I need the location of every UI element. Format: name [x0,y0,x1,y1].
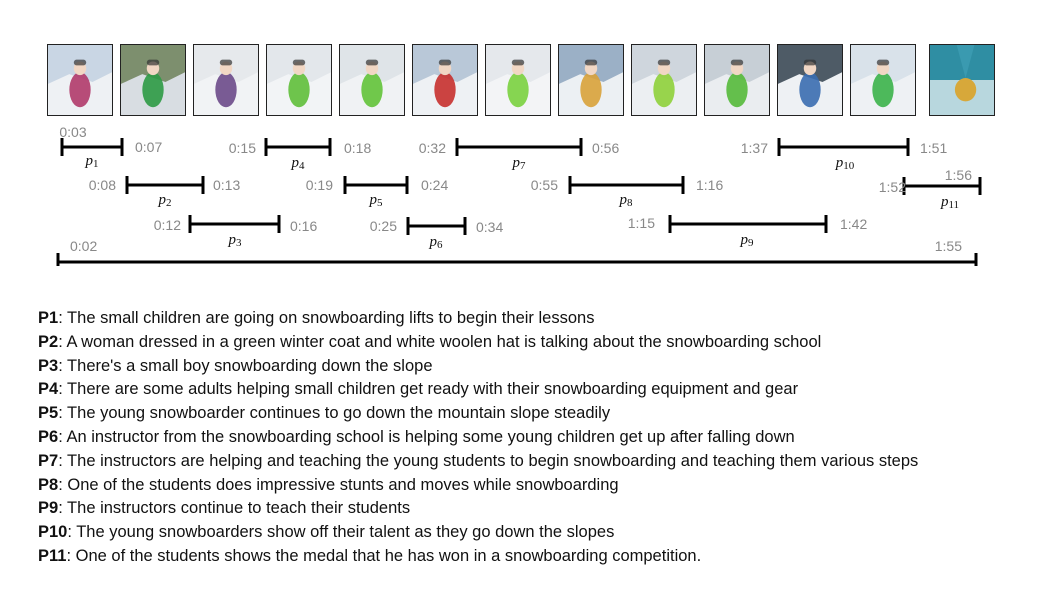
description-item: P1: The small children are going on snow… [38,307,1028,331]
description-key: P9 [38,499,59,518]
description-item: P9: The instructors continue to teach th… [38,497,1028,521]
description-item: P7: The instructors are helping and teac… [38,450,1028,474]
segment-start-time: 0:03 [59,124,86,140]
description-item: P5: The young snowboarder continues to g… [38,402,1028,426]
overall-end-time: 1:55 [935,238,962,254]
description-item: P10: The young snowboarders show off the… [38,521,1028,545]
segment-end-time: 0:34 [476,219,503,235]
segment-p10: 1:37 1:51 p10 [741,138,947,172]
instructor-helping-child-photo [485,44,551,116]
segment-end-time: 0:07 [135,139,162,155]
description-key: P5 [38,404,59,423]
segment-timeline: 0:03 0:07 p1 0:08 0:13 p2 0:12 0:16 p3 0:15 0:18 p4… [56,124,982,266]
description-text: : There are some adults helping small ch… [58,380,799,399]
description-text: : The instructors continue to teach thei… [58,499,411,518]
segment-label: p10 [835,155,855,172]
description-key: P7 [38,451,59,470]
segment-start-time: 0:55 [531,177,558,193]
instructor-sunglasses-photo [850,44,916,116]
segment-end-time: 0:16 [290,218,317,234]
student-stunt-photo [631,44,697,116]
segment-start-time: 0:32 [419,140,446,156]
description-item: P6: An instructor from the snowboarding … [38,426,1028,450]
description-list: P1: The small children are going on snow… [38,307,1028,569]
segment-start-time: 0:15 [229,140,256,156]
segment-p5: 0:19 0:24 p5 [306,176,448,209]
segment-label: p9 [740,232,755,249]
segment-end-time: 0:18 [344,140,371,156]
segment-end-time: 1:16 [696,177,723,193]
description-key: P10 [38,523,68,542]
description-item: P3: There's a small boy snowboarding dow… [38,355,1028,379]
description-item: P2: A woman dressed in a green winter co… [38,331,1028,355]
segment-p7: 0:32 0:56 p7 [419,138,619,172]
description-key: P3 [38,356,59,375]
segment-p11: 1:52 1:56 p11 [879,167,982,211]
description-text: : The instructors are helping and teachi… [58,451,919,470]
segment-p2: 0:08 0:13 p2 [89,176,240,209]
instructor-kneeling-photo [704,44,770,116]
segment-p3: 0:12 0:16 p3 [154,215,317,249]
overall-start-time: 0:02 [70,238,97,254]
description-text: : There's a small boy snowboarding down … [58,356,433,375]
description-text: : A woman dressed in a green winter coat… [58,332,822,351]
segment-end-time: 1:42 [840,216,867,232]
segment-label: p5 [369,192,384,209]
segment-start-time: 0:12 [154,217,181,233]
segment-label: p4 [291,155,306,172]
segment-end-time: 0:13 [213,177,240,193]
thumbnail-strip [0,0,1040,120]
description-text: : The small children are going on snowbo… [58,309,595,327]
description-key: P11 [38,546,67,565]
segment-label: p1 [85,153,99,170]
overall-span: 0:02 1:55 [56,238,978,266]
segment-start-time: 0:08 [89,177,116,193]
segment-p6: 0:25 0:34 p6 [370,217,503,251]
segment-label: p6 [429,234,444,251]
segment-start-time: 0:19 [306,177,333,193]
child-snowboarding-photo [193,44,259,116]
description-key: P1 [38,309,59,327]
ski-resort-child-photo [47,44,113,116]
description-text: : One of the students does impressive st… [58,475,619,494]
segment-start-time: 0:25 [370,218,397,234]
description-text: : An instructor from the snowboarding sc… [58,427,795,446]
description-text: : One of the students shows the medal th… [66,546,702,565]
description-key: P4 [38,380,59,399]
segment-p1: 0:03 0:07 p1 [59,124,162,170]
instructors-teaching-photo [558,44,624,116]
instructor-green-jacket-photo [339,44,405,116]
description-key: P8 [38,475,59,494]
description-item: P11: One of the students shows the medal… [38,545,1028,569]
description-item: P4: There are some adults helping small … [38,378,1028,402]
young-snowboarder-slope-photo [412,44,478,116]
segment-end-time: 0:24 [421,177,448,193]
segment-end-time: 1:51 [920,140,947,156]
description-key: P6 [38,427,59,446]
description-item: P8: One of the students does impressive … [38,474,1028,498]
adults-helping-children-photo [266,44,332,116]
segment-label: p11 [940,194,959,211]
snowboarders-slope-photo [777,44,843,116]
segment-label: p7 [512,155,527,172]
segment-label: p2 [158,192,172,209]
segment-start-time: 1:15 [628,215,655,231]
segment-label: p8 [619,192,634,209]
segment-start-time: 1:37 [741,140,768,156]
segment-end-time: 0:56 [592,140,619,156]
description-text: : The young snowboarders show off their … [67,523,615,542]
segment-p9: 1:15 1:42 p9 [628,215,867,249]
segment-start-time: 1:52 [879,179,906,195]
segment-p4: 0:15 0:18 p4 [229,138,371,172]
woman-green-coat-photo [120,44,186,116]
description-text: : The young snowboarder continues to go … [58,404,611,423]
segment-label: p3 [228,232,243,249]
medal-photo [929,44,995,116]
description-key: P2 [38,332,59,351]
segment-p8: 0:55 1:16 p8 [531,176,723,209]
segment-end-time: 1:56 [945,167,972,183]
